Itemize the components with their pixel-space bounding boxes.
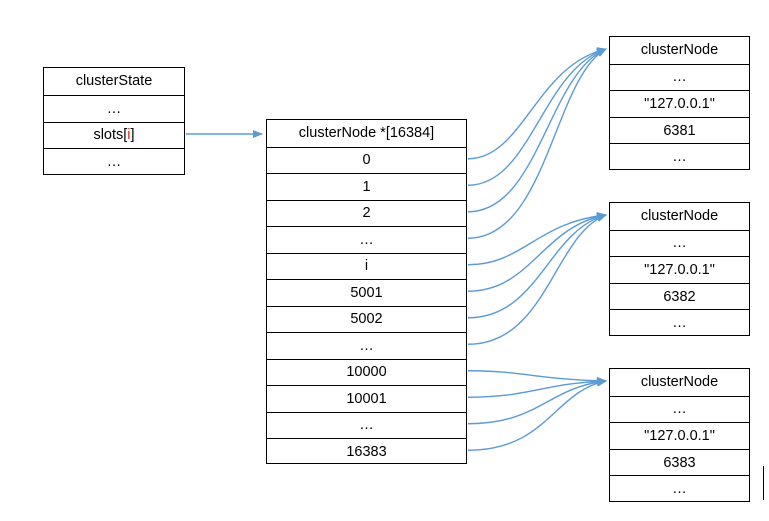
slot-row: 10000 bbox=[267, 358, 466, 386]
cluster-node-row: … bbox=[610, 475, 749, 502]
cluster-node-box-1: clusterNode … "127.0.0.1" 6381 … bbox=[609, 36, 750, 170]
slot-to-node-arrow bbox=[467, 378, 607, 425]
slot-row: … bbox=[267, 226, 466, 253]
slot-row: … bbox=[267, 411, 466, 439]
slot-row: 10001 bbox=[267, 385, 466, 412]
slot-row: … bbox=[267, 332, 466, 359]
cluster-node-row: … bbox=[610, 143, 749, 170]
slots-prefix: slots[ bbox=[93, 127, 128, 144]
slot-to-node-arrow bbox=[467, 370, 607, 385]
cluster-node-port: 6381 bbox=[610, 116, 749, 144]
cluster-node-ip: "127.0.0.1" bbox=[610, 422, 749, 449]
cluster-node-title: clusterNode bbox=[640, 208, 719, 225]
slot-to-node-arrow bbox=[467, 211, 607, 266]
cluster-state-row-ellipsis: … bbox=[44, 94, 184, 122]
slot-to-node-arrow bbox=[467, 214, 607, 345]
slots-index-highlight: i bbox=[127, 127, 131, 144]
edge-divider bbox=[763, 466, 764, 500]
slot-to-node-arrows bbox=[467, 47, 607, 451]
cluster-node-port: 6383 bbox=[610, 448, 749, 476]
cluster-state-row-slots: slots[i] bbox=[44, 121, 184, 149]
slot-to-node-arrow bbox=[467, 48, 607, 239]
slot-row: 5002 bbox=[267, 305, 466, 333]
cluster-node-row: … bbox=[610, 63, 749, 91]
slots-suffix: ] bbox=[130, 127, 135, 144]
cluster-state-box: clusterState … slots[i] … bbox=[43, 67, 185, 175]
slot-to-node-arrow bbox=[467, 48, 607, 213]
slot-row: 2 bbox=[267, 199, 466, 227]
slot-row: 0 bbox=[267, 146, 466, 174]
cluster-state-title: clusterState bbox=[75, 73, 153, 90]
cluster-node-ip: "127.0.0.1" bbox=[610, 256, 749, 283]
cluster-node-row: … bbox=[610, 395, 749, 423]
slot-to-node-arrow bbox=[467, 378, 607, 451]
slot-array-title: clusterNode *[16384] bbox=[298, 125, 435, 142]
cluster-node-row: … bbox=[610, 229, 749, 257]
slot-row: 16383 bbox=[267, 438, 466, 465]
slot-array-box: clusterNode *[16384] 0 1 2 … i 5001 5002… bbox=[266, 119, 467, 464]
slot-row-highlighted: i bbox=[267, 252, 466, 280]
slot-to-node-arrow bbox=[467, 213, 607, 319]
slot-to-node-arrow bbox=[467, 47, 607, 160]
cluster-node-box-2: clusterNode … "127.0.0.1" 6382 … bbox=[609, 202, 750, 336]
slot-to-node-arrow bbox=[467, 377, 607, 398]
slot-row: 5001 bbox=[267, 279, 466, 306]
cluster-node-port: 6382 bbox=[610, 282, 749, 310]
cluster-node-title: clusterNode bbox=[640, 42, 719, 59]
cluster-node-ip: "127.0.0.1" bbox=[610, 90, 749, 117]
cluster-state-row-ellipsis: … bbox=[44, 148, 184, 175]
cluster-node-box-3: clusterNode … "127.0.0.1" 6383 … bbox=[609, 368, 750, 502]
slot-to-node-arrow bbox=[467, 212, 607, 292]
slot-to-node-arrow bbox=[467, 47, 607, 186]
slot-row: 1 bbox=[267, 173, 466, 200]
cluster-node-title: clusterNode bbox=[640, 374, 719, 391]
cluster-node-row: … bbox=[610, 309, 749, 336]
